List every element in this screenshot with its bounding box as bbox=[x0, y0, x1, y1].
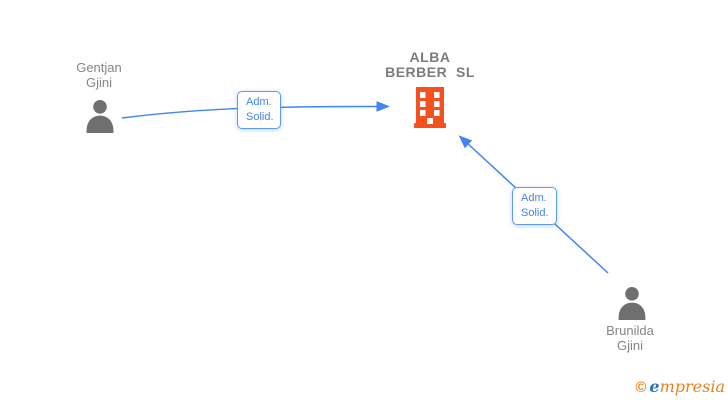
edge-label-brunilda-line1: Adm. bbox=[521, 192, 547, 204]
person-icon-gentjan[interactable] bbox=[85, 100, 115, 133]
empresia-wordmark-initial: e bbox=[649, 377, 660, 396]
person-icon-brunilda[interactable] bbox=[617, 287, 647, 320]
empresia-wordmark: empresia bbox=[649, 377, 725, 396]
company-name-line2: BERBER SL bbox=[385, 64, 475, 80]
edge-label-gentjan[interactable]: Adm. Solid. bbox=[237, 91, 281, 129]
edge-label-brunilda[interactable]: Adm. Solid. bbox=[512, 187, 557, 225]
person2-name-line2: Gjini bbox=[616, 338, 643, 353]
person2-name-line1: Brunilda bbox=[606, 323, 654, 338]
copyright-icon: © bbox=[635, 379, 647, 396]
empresia-logo[interactable]: © empresia bbox=[635, 377, 725, 396]
person1-name-line2: Gjini bbox=[85, 75, 112, 90]
company-name-line1: ALBA bbox=[409, 49, 451, 65]
edge-label-gentjan-line1: Adm. bbox=[246, 96, 272, 108]
edge-label-gentjan-line2: Solid. bbox=[246, 111, 274, 123]
empresia-wordmark-rest: mpresia bbox=[659, 377, 725, 396]
person1-name-line1: Gentjan bbox=[76, 60, 122, 75]
edge-label-brunilda-line2: Solid. bbox=[521, 207, 549, 219]
building-icon-company[interactable] bbox=[414, 87, 446, 128]
